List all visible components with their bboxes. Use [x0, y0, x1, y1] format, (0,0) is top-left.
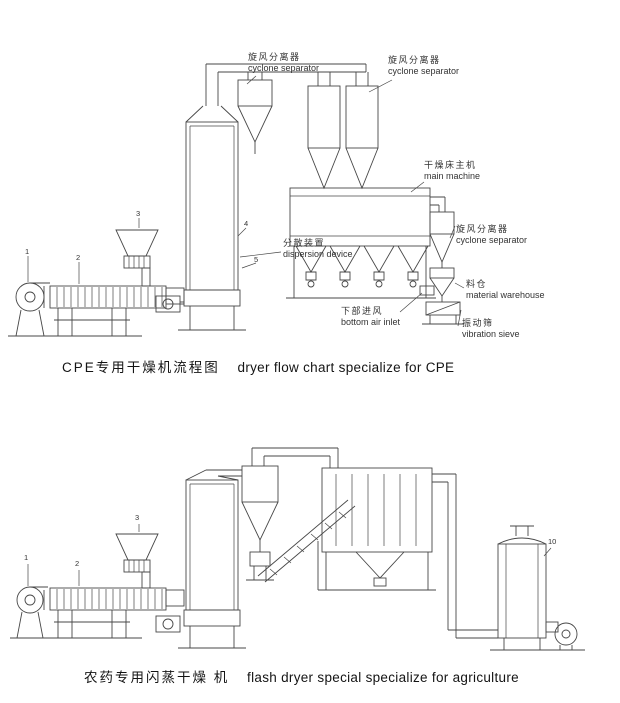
bottom-caption-zh: 农药专用闪蒸干燥 机 — [84, 670, 230, 685]
blower-drawing-2 — [10, 586, 52, 639]
cyclone-separator-1-drawing — [237, 72, 273, 154]
bottom-diagram-caption: 农药专用闪蒸干燥 机 flash dryer special specializ… — [84, 666, 519, 686]
top-diagram-caption: CPE专用干燥机流程图 dryer flow chart specialize … — [62, 356, 454, 376]
blower-drawing — [8, 282, 52, 337]
top-duct-drawing — [206, 63, 367, 73]
inclined-conveyor-drawing — [257, 499, 356, 590]
label-cyclone-separator-2: 旋风分离器 cyclone separator — [388, 55, 459, 77]
top-diagram-drawing — [8, 63, 465, 337]
label-cyclone-separator-3-zh: 旋风分离器 — [456, 224, 509, 234]
label-cyclone-separator-1-en: cyclone separator — [248, 63, 320, 73]
callout-5: 5 — [254, 255, 259, 264]
label-dispersion-device-zh: 分散装置 — [283, 238, 326, 248]
exhaust-down-duct-drawing — [432, 473, 498, 639]
label-cyclone-separator-1-zh: 旋风分离器 — [248, 52, 301, 62]
scrubber-tower-drawing — [490, 525, 585, 651]
bottom-leader-lines — [27, 524, 552, 586]
label-main-machine: 干燥床主机 main machine — [424, 160, 480, 182]
label-cyclone-separator-3: 旋风分离器 cyclone separator — [456, 224, 527, 246]
callout-b3: 3 — [135, 513, 140, 522]
callout-b1: 1 — [24, 553, 29, 562]
twin-cyclone-separators-drawing — [307, 72, 379, 190]
exhaust-fan-drawing — [545, 621, 578, 650]
label-dispersion-device: 分散装置 dispersion device — [283, 238, 353, 260]
feed-conveyor-drawing-2 — [48, 587, 185, 639]
label-dispersion-device-en: dispersion device — [283, 249, 353, 259]
callout-4: 4 — [244, 219, 249, 228]
callout-b10: 10 — [548, 537, 557, 546]
feed-hopper-drawing — [115, 229, 159, 287]
label-bottom-air-inlet-zh: 下部进风 — [341, 306, 384, 316]
drying-column-drawing-2 — [185, 469, 242, 611]
label-vibration-sieve-en: vibration sieve — [462, 329, 520, 339]
vibration-sieve-drawing — [422, 301, 464, 325]
column-base-motor-drawing-2 — [155, 609, 246, 649]
callout-1: 1 — [25, 247, 30, 256]
bottom-caption-en: flash dryer special specialize for agric… — [247, 670, 519, 685]
label-bottom-air-inlet-en: bottom air inlet — [341, 317, 401, 327]
label-vibration-sieve: 振动筛 vibration sieve — [462, 318, 520, 340]
top-leader-lines — [27, 75, 465, 327]
label-bottom-air-inlet: 下部进风 bottom air inlet — [341, 306, 400, 328]
feed-hopper-drawing-2 — [115, 533, 159, 589]
feed-conveyor-drawing — [48, 285, 185, 337]
label-material-warehouse-en: material warehouse — [466, 290, 545, 300]
material-warehouse-drawing — [429, 267, 455, 302]
main-machine-drawing — [286, 187, 436, 299]
label-material-warehouse-zh: 料仓 — [466, 279, 488, 289]
label-cyclone-separator-2-zh: 旋风分离器 — [388, 55, 441, 65]
cyclone-separator-drawing-2 — [241, 447, 339, 581]
top-caption-zh: CPE专用干燥机流程图 — [62, 360, 220, 375]
bottom-diagram-drawing — [10, 447, 585, 651]
callout-2: 2 — [76, 253, 81, 262]
drying-column-drawing — [185, 64, 239, 291]
label-material-warehouse: 料仓 material warehouse — [466, 279, 545, 301]
label-cyclone-separator-1: 旋风分离器 cyclone separator — [248, 52, 319, 74]
callout-b2: 2 — [75, 559, 80, 568]
top-caption-en: dryer flow chart specialize for CPE — [237, 360, 455, 375]
callout-3: 3 — [136, 209, 141, 218]
column-base-motor-drawing — [155, 289, 246, 331]
bag-filter-box-drawing — [318, 467, 436, 591]
label-main-machine-zh: 干燥床主机 — [424, 160, 477, 170]
label-cyclone-separator-2-en: cyclone separator — [388, 66, 460, 76]
label-main-machine-en: main machine — [424, 171, 481, 181]
label-vibration-sieve-zh: 振动筛 — [462, 318, 494, 328]
cyclone-separator-3-drawing — [429, 196, 455, 268]
label-cyclone-separator-3-en: cyclone separator — [456, 235, 528, 245]
